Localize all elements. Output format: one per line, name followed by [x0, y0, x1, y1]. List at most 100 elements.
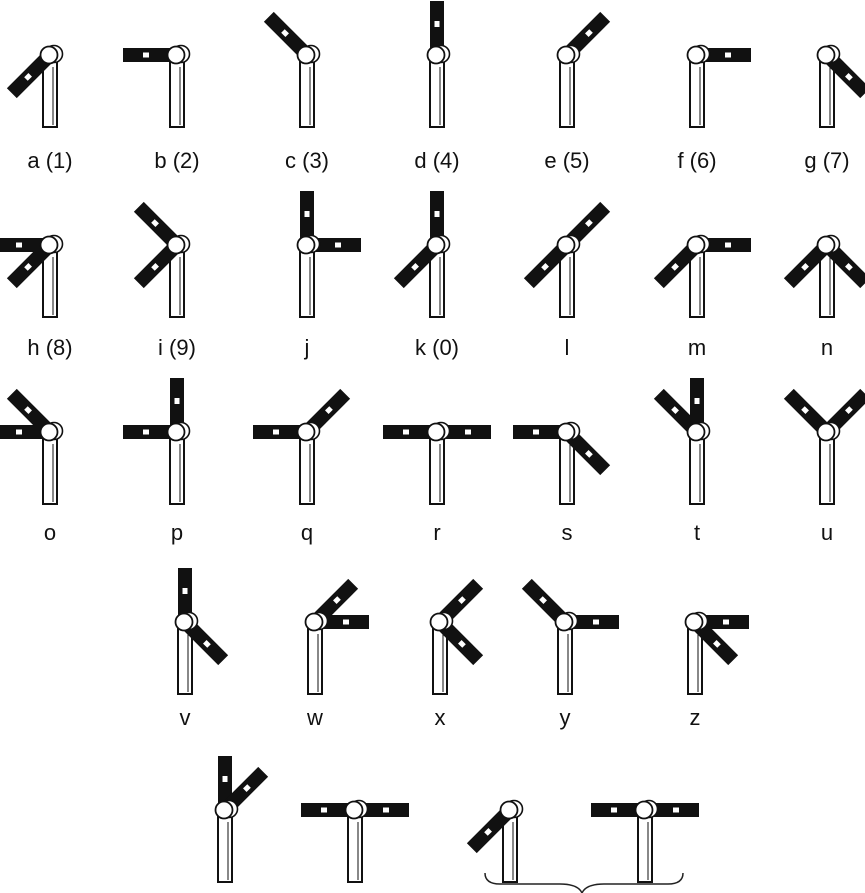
signal-8: h (8)	[0, 234, 73, 360]
signal-arm-w	[383, 425, 431, 439]
signal-label: r	[433, 520, 440, 545]
pivot-circle	[816, 45, 836, 65]
pivot-circle	[554, 612, 574, 632]
signal-1: a (1)	[6, 44, 73, 173]
signal-arm-nw	[783, 388, 828, 433]
signal-arm-w	[0, 425, 44, 439]
signal-post	[689, 431, 705, 505]
signal-post	[217, 809, 233, 883]
signal-arm-nw	[133, 201, 178, 246]
signal-arm-nw	[521, 578, 566, 623]
signal-label: f (6)	[677, 148, 716, 173]
signal-post	[819, 431, 835, 505]
signal-13: m	[653, 234, 751, 360]
signal-17: q	[253, 388, 351, 545]
signal-post	[347, 809, 363, 883]
signal-arm-ne	[826, 388, 865, 433]
signal-label: q	[301, 520, 313, 545]
signal-arm-se	[826, 244, 865, 289]
signal-5: e (5)	[544, 11, 611, 173]
pivot-circle	[166, 235, 186, 255]
signal-arm-n	[300, 191, 314, 239]
signal-21: u	[783, 388, 865, 545]
signal-arm-w	[301, 803, 349, 817]
signal-post	[299, 54, 315, 128]
signal-label: e (5)	[544, 148, 589, 173]
signal-29	[466, 799, 524, 883]
pivot-circle	[296, 422, 316, 442]
signal-arm-ne	[306, 388, 351, 433]
pivot-circle	[166, 422, 186, 442]
signal-15: o	[0, 388, 64, 545]
signal-label: y	[560, 705, 571, 730]
signal-2: b (2)	[123, 44, 200, 173]
signal-arm-se	[439, 621, 484, 666]
signal-label: c (3)	[285, 148, 329, 173]
pivot-circle	[344, 800, 364, 820]
signal-19: s	[513, 421, 611, 545]
signal-16: p	[123, 378, 191, 545]
signal-post	[429, 54, 445, 128]
pivot-circle	[39, 235, 59, 255]
signal-arm-ne	[566, 201, 611, 246]
signal-label: a (1)	[27, 148, 72, 173]
signal-arm-se	[826, 54, 865, 99]
signal-4: d (4)	[414, 1, 460, 173]
signal-arm-sw	[6, 244, 51, 289]
signal-post	[559, 54, 575, 128]
signal-arm-sw	[133, 244, 178, 289]
signal-arm-se	[566, 431, 611, 476]
pivot-circle	[686, 235, 706, 255]
signal-label: i (9)	[158, 335, 196, 360]
signal-arm-e	[703, 238, 751, 252]
signal-label: n	[821, 335, 833, 360]
pivot-circle	[429, 612, 449, 632]
signal-arm-sw	[466, 809, 511, 854]
signal-arm-e	[571, 615, 619, 629]
pivot-circle	[214, 800, 234, 820]
signal-30	[591, 799, 699, 883]
signal-20: t	[653, 378, 711, 545]
signal-label: s	[562, 520, 573, 545]
pivot-circle	[816, 235, 836, 255]
signal-post	[42, 431, 58, 505]
signal-post	[689, 54, 705, 128]
signal-arm-ne	[566, 11, 611, 56]
signal-label: l	[565, 335, 570, 360]
signal-arm-e	[313, 238, 361, 252]
signal-arm-n	[170, 378, 184, 426]
pair-bracket	[484, 872, 684, 893]
signal-label: t	[694, 520, 700, 545]
signal-arm-n	[178, 568, 192, 616]
signal-22: v	[174, 568, 229, 730]
signal-label: b (2)	[154, 148, 199, 173]
signal-label: p	[171, 520, 183, 545]
pivot-circle	[556, 45, 576, 65]
signal-23: w	[304, 578, 369, 730]
signal-arm-nw	[653, 388, 698, 433]
pivot-circle	[556, 422, 576, 442]
pivot-circle	[634, 800, 654, 820]
signal-27	[214, 756, 269, 883]
pivot-circle	[426, 235, 446, 255]
signal-arm-sw	[523, 244, 568, 289]
signal-post	[557, 621, 573, 695]
signal-label: h (8)	[27, 335, 72, 360]
pivot-circle	[426, 45, 446, 65]
signal-14: n	[783, 234, 865, 360]
signal-3: c (3)	[263, 11, 329, 173]
signal-arm-w	[253, 425, 301, 439]
signal-post	[169, 431, 185, 505]
signal-label: x	[435, 705, 446, 730]
pivot-circle	[296, 235, 316, 255]
signal-label: d (4)	[414, 148, 459, 173]
signal-label: o	[44, 520, 56, 545]
signal-post	[637, 809, 653, 883]
signal-26: z	[684, 611, 749, 730]
signal-arm-n	[690, 378, 704, 426]
signal-arm-sw	[783, 244, 828, 289]
pivot-circle	[39, 45, 59, 65]
signal-arm-n	[218, 756, 232, 804]
signal-label: w	[306, 705, 323, 730]
